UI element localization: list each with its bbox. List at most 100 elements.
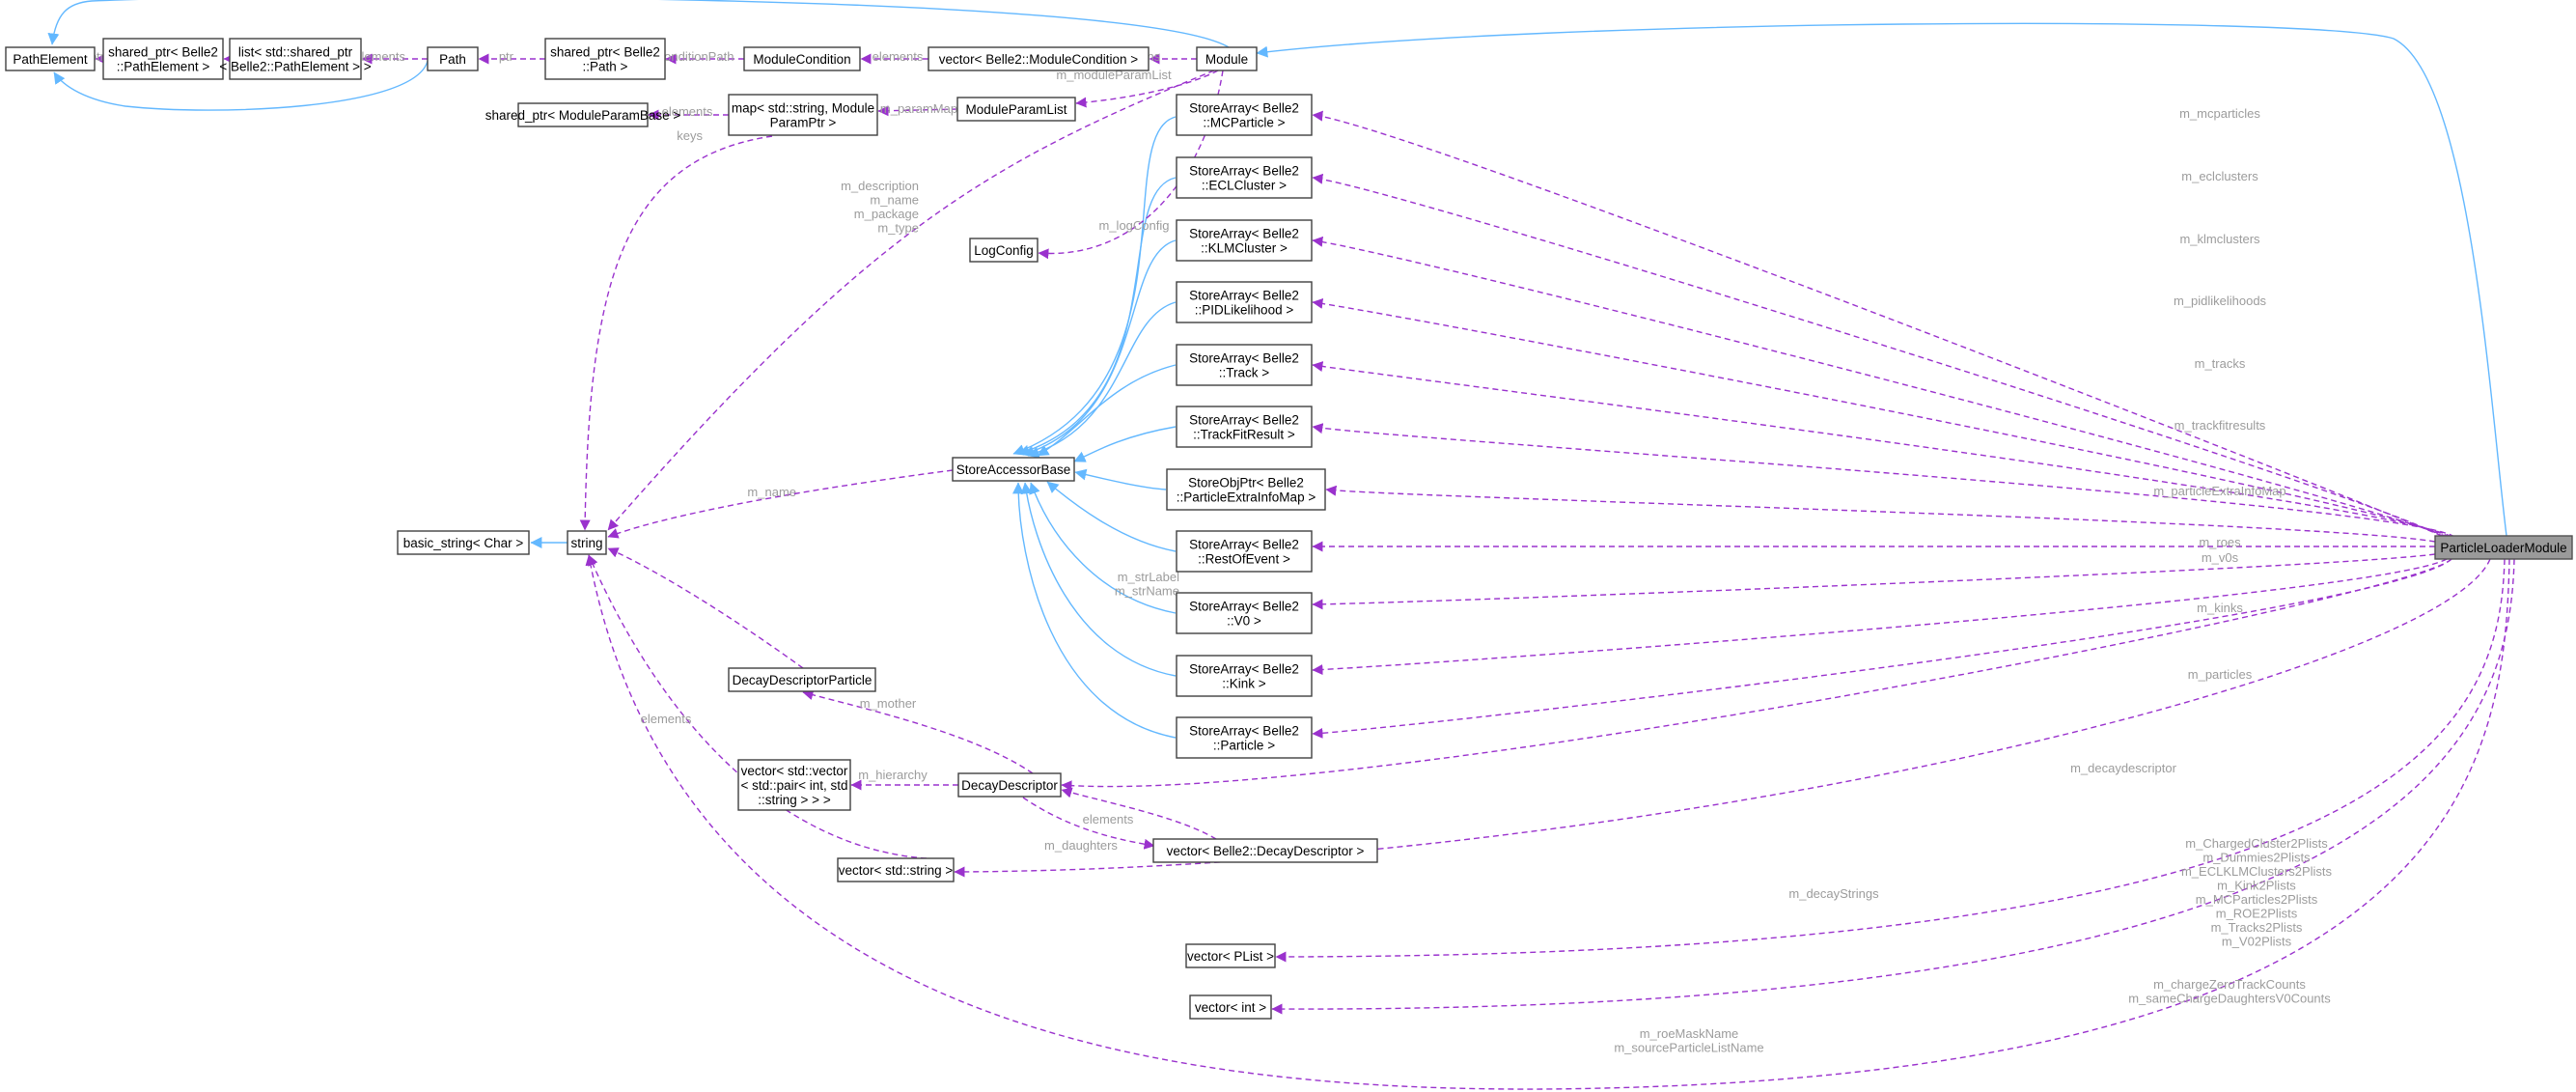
node-label: ::Path > — [583, 60, 628, 74]
node-string[interactable]: string — [567, 530, 607, 555]
node-box — [956, 97, 1076, 122]
inheritance-edge-13 — [1020, 482, 1177, 677]
node-store-array-v0[interactable]: StoreArray< Belle2::V0 > — [1176, 592, 1313, 634]
node-label: StoreArray< Belle2 — [1189, 101, 1299, 116]
node-label: ::ECLCluster > — [1202, 179, 1287, 193]
node-box — [1176, 219, 1313, 262]
node-box — [728, 94, 878, 136]
node-label: < Belle2::PathElement > > — [219, 60, 371, 74]
node-box — [229, 38, 362, 80]
node-vector-int[interactable]: vector< int > — [1189, 994, 1272, 1020]
node-label: Module — [1205, 52, 1248, 67]
node-box — [567, 530, 607, 555]
edge-label-m-daughters: m_daughters — [1044, 838, 1118, 853]
node-label: ::KLMCluster > — [1201, 241, 1288, 256]
node-store-obj-ptr-particle-extra-info-map[interactable]: StoreObjPtr< Belle2::ParticleExtraInfoMa… — [1166, 468, 1326, 511]
edge-label-m-tracks: m_tracks — [2195, 356, 2246, 371]
node-box — [5, 46, 96, 71]
node-label: shared_ptr< Belle2 — [550, 45, 660, 60]
node-label: StoreArray< Belle2 — [1189, 227, 1299, 241]
node-vector-vector-pair[interactable]: vector< std::vector< std::pair< int, std… — [737, 759, 851, 811]
node-label: StoreObjPtr< Belle2 — [1188, 476, 1304, 490]
node-basic-string[interactable]: basic_string< Char > — [397, 530, 530, 555]
inheritance-edge-2 — [1256, 22, 2507, 537]
inheritance-edge-7 — [1027, 301, 1177, 459]
node-path-element[interactable]: PathElement — [5, 46, 96, 71]
node-box — [427, 46, 479, 71]
node-store-array-pidlikelihood[interactable]: StoreArray< Belle2::PIDLikelihood > — [1176, 281, 1313, 323]
node-box — [1176, 716, 1313, 759]
node-store-array-kink[interactable]: StoreArray< Belle2::Kink > — [1176, 655, 1313, 697]
member-edge-28 — [607, 469, 954, 539]
node-store-array-track-fit-result[interactable]: StoreArray< Belle2::TrackFitResult > — [1176, 406, 1313, 448]
member-edge-33 — [1061, 787, 1217, 840]
node-vector-module-condition[interactable]: vector< Belle2::ModuleCondition > — [928, 46, 1150, 71]
node-label: ::ParticleExtraInfoMap > — [1177, 490, 1316, 505]
node-label: ::Particle > — [1213, 739, 1275, 753]
node-list-shared-ptr[interactable]: list< std::shared_ptr< Belle2::PathEleme… — [219, 38, 372, 80]
node-label: ::PIDLikelihood > — [1195, 303, 1294, 318]
inheritance-edge-9 — [1073, 426, 1177, 462]
node-box — [1176, 281, 1313, 323]
edge-label-m-name: m_name — [747, 485, 796, 499]
node-module-param-list[interactable]: ModuleParamList — [956, 97, 1076, 122]
member-edge-39 — [1312, 236, 2448, 538]
node-module-condition[interactable]: ModuleCondition — [743, 46, 861, 71]
node-box — [969, 238, 1039, 263]
edge-label-m-klmclusters: m_klmclusters — [2179, 232, 2260, 246]
node-label: ::Kink > — [1222, 677, 1266, 691]
node-label: vector< Belle2::DecayDescriptor > — [1167, 844, 1365, 858]
node-label: ::string > > > — [758, 793, 831, 807]
node-box — [1176, 94, 1313, 136]
node-label: ParticleLoaderModule — [2440, 541, 2566, 555]
inheritance-edge-1 — [53, 60, 429, 111]
node-label: StoreAccessorBase — [956, 462, 1071, 477]
node-store-array-particle[interactable]: StoreArray< Belle2::Particle > — [1176, 716, 1313, 759]
node-store-array-mcparticle[interactable]: StoreArray< Belle2::MCParticle > — [1176, 94, 1313, 136]
node-shared-ptr-path-element[interactable]: shared_ptr< Belle2::PathElement > — [102, 38, 224, 80]
node-label: ::Track > — [1219, 366, 1270, 380]
node-vector-plist[interactable]: vector< PList > — [1185, 943, 1276, 968]
node-path[interactable]: Path — [427, 46, 479, 71]
node-particle-loader-module[interactable]: ParticleLoaderModule — [2434, 535, 2573, 560]
member-edge-23 — [877, 105, 958, 117]
node-log-config[interactable]: LogConfig — [969, 238, 1039, 263]
edges — [47, 0, 2515, 1090]
member-edge-25 — [579, 135, 773, 531]
node-label: list< std::shared_ptr — [238, 45, 353, 60]
node-shared-ptr-module-param-base[interactable]: shared_ptr< ModuleParamBase > — [485, 102, 681, 127]
node-vector-decay-descriptor[interactable]: vector< Belle2::DecayDescriptor > — [1152, 838, 1378, 863]
edge-label-elements-map: elements — [662, 104, 713, 119]
node-store-array-klmcluster[interactable]: StoreArray< Belle2::KLMCluster > — [1176, 219, 1313, 262]
inheritance-edge-6 — [1022, 239, 1177, 458]
node-label: map< std::string, Module — [732, 101, 874, 116]
member-edge-45 — [1312, 553, 2436, 610]
node-decay-descriptor[interactable]: DecayDescriptor — [957, 772, 1062, 798]
node-label: StoreArray< Belle2 — [1189, 662, 1299, 677]
member-edge-38 — [1312, 173, 2445, 538]
node-label: StoreArray< Belle2 — [1189, 289, 1299, 303]
node-box — [1176, 592, 1313, 634]
node-label: basic_string< Char > — [403, 536, 524, 550]
node-label: PathElement — [13, 52, 88, 67]
node-vector-string[interactable]: vector< std::string > — [837, 857, 955, 882]
member-edge-43 — [1325, 485, 2436, 543]
node-shared-ptr-path[interactable]: shared_ptr< Belle2::Path > — [544, 38, 666, 80]
member-edge-26 — [607, 70, 1215, 531]
node-box — [1189, 994, 1272, 1020]
node-box — [1176, 406, 1313, 448]
edge-label-m-particleextrainfomap: m_particleExtraInfoMap — [2153, 484, 2285, 498]
node-store-accessor-base[interactable]: StoreAccessorBase — [952, 457, 1075, 482]
node-box — [2434, 535, 2573, 560]
node-store-array-rest-of-event[interactable]: StoreArray< Belle2::RestOfEvent > — [1176, 530, 1313, 573]
node-store-array-track[interactable]: StoreArray< Belle2::Track > — [1176, 344, 1313, 386]
node-decay-descriptor-particle[interactable]: DecayDescriptorParticle — [728, 667, 876, 692]
node-store-array-eclcluster[interactable]: StoreArray< Belle2::ECLCluster > — [1176, 156, 1313, 199]
node-module[interactable]: Module — [1196, 46, 1258, 71]
